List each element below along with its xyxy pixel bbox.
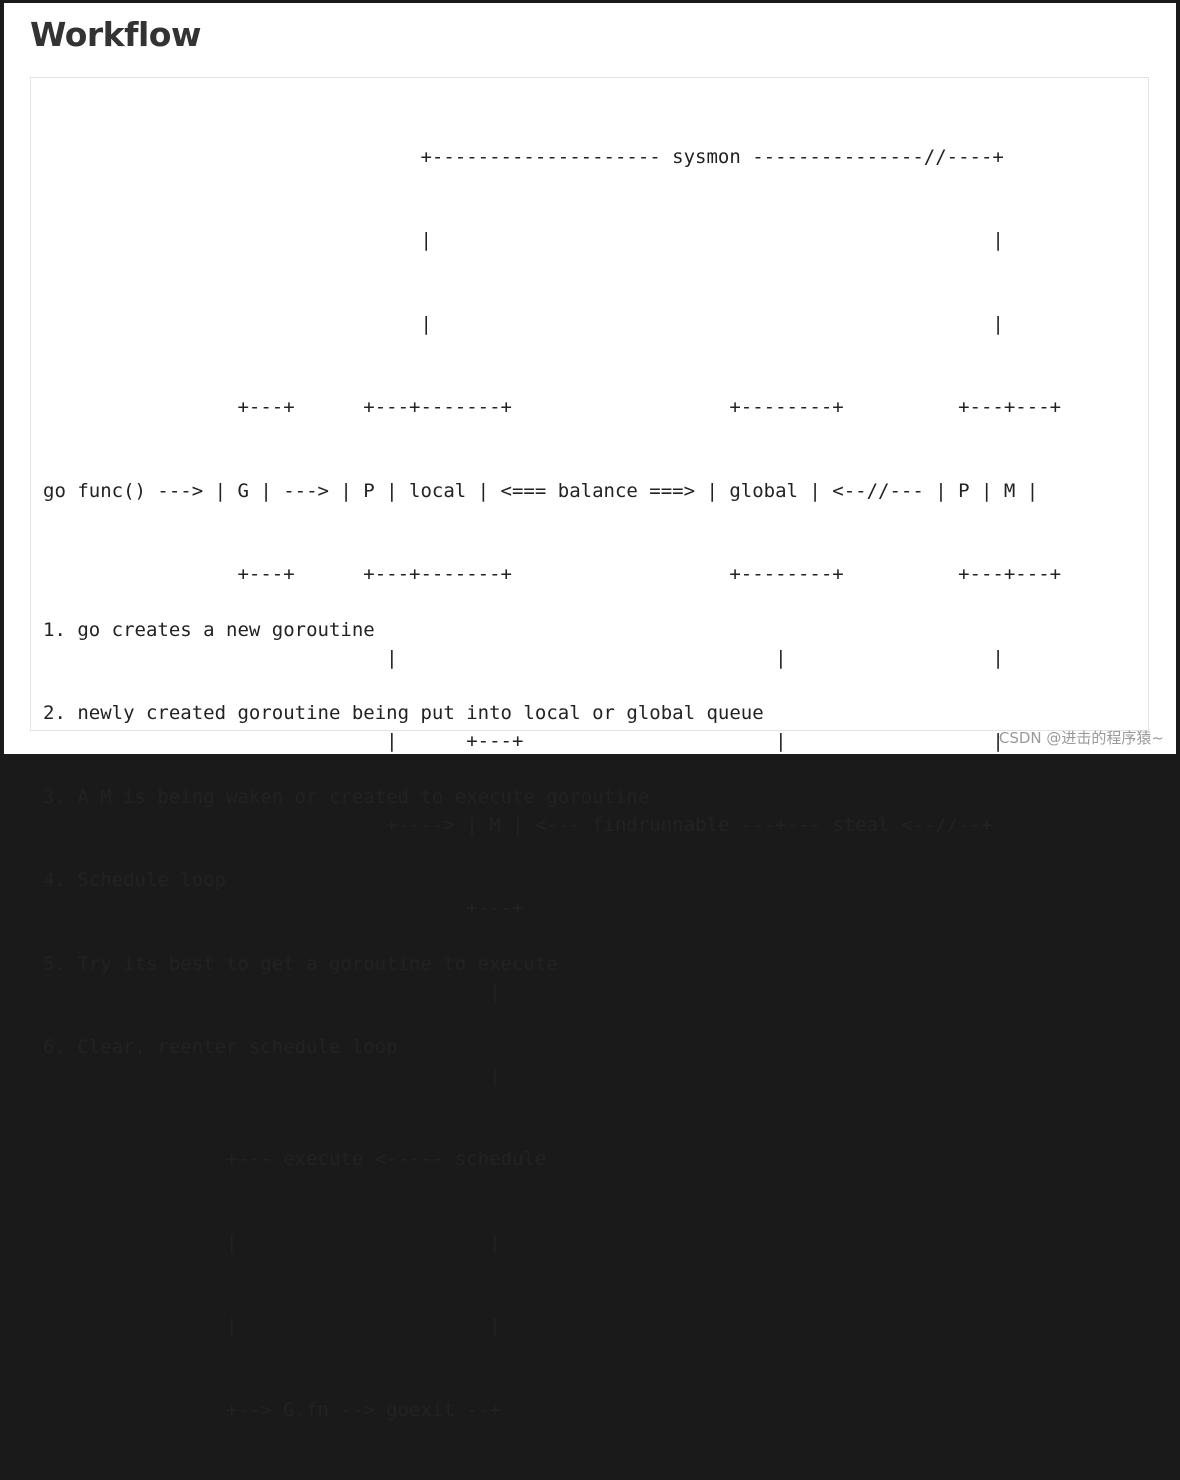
csdn-watermark: CSDN @进击的程序猿~ <box>998 729 1164 747</box>
step-item: 2. newly created goroutine being put int… <box>43 702 764 725</box>
code-block: +-------------------- sysmon -----------… <box>30 77 1149 1421</box>
document-page: Workflow +-------------------- sysmon --… <box>4 3 1176 1421</box>
step-item: 3. A M is being waken or created to exec… <box>43 785 650 808</box>
diagram-line: go func() ---> | G | ---> | P | local | … <box>43 479 1039 502</box>
diagram-line: | | <box>43 1231 501 1254</box>
diagram-line: +-------------------- sysmon -----------… <box>43 145 1004 168</box>
diagram-line: +---+ +---+-------+ +--------+ +---+---+ <box>43 563 1062 586</box>
diagram-line: | | | <box>43 646 1004 669</box>
diagram-line: | | <box>43 1315 501 1338</box>
diagram-line: | +---+ | | <box>43 730 1004 753</box>
step-item: 4. Schedule loop <box>43 869 227 892</box>
diagram-line: +--> G.fn --> goexit --+ <box>43 1398 501 1421</box>
diagram-line: +---+ +---+-------+ +--------+ +---+---+ <box>43 396 1062 419</box>
step-item: 5. Try its best to get a goroutine to ex… <box>43 952 558 975</box>
steps-list: 1. go creates a new goroutine 2. newly c… <box>43 561 764 1118</box>
diagram-line: | | <box>43 229 1004 252</box>
step-item: 6. Clear, reenter schedule loop <box>43 1036 398 1059</box>
section-heading: Workflow <box>30 15 201 54</box>
diagram-line: +--- execute <----- schedule <box>43 1148 547 1171</box>
step-item: 1. go creates a new goroutine <box>43 618 375 641</box>
diagram-line: | | <box>43 312 1004 335</box>
